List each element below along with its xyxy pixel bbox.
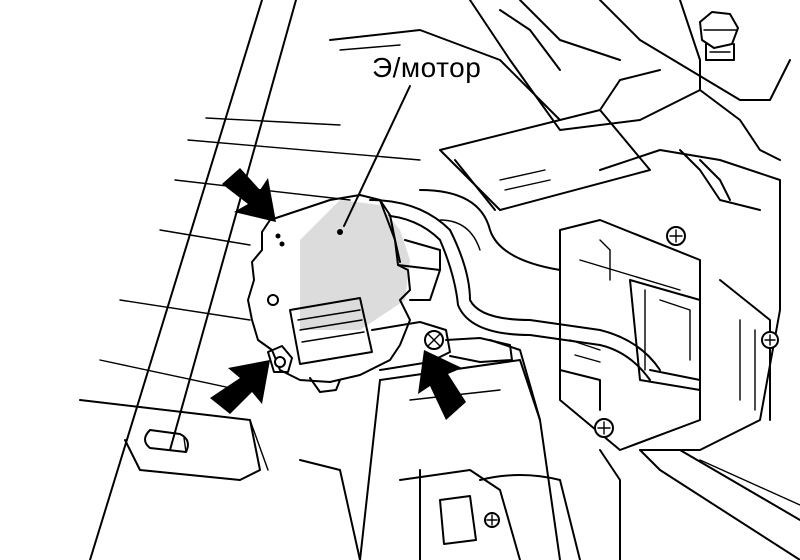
upper-bracket: [329, 0, 791, 211]
pointer-arrow-icon: [418, 350, 466, 420]
electric-motor: [247, 194, 513, 393]
lower-mount: [299, 339, 800, 560]
connector-module: [559, 149, 781, 451]
wiring-harness: [369, 189, 701, 381]
pointer-arrow-icon: [210, 360, 270, 414]
pointer-arrow-icon: [222, 168, 276, 222]
leader-line: [343, 85, 411, 227]
motor-callout-label: Э/мотор: [372, 52, 482, 83]
